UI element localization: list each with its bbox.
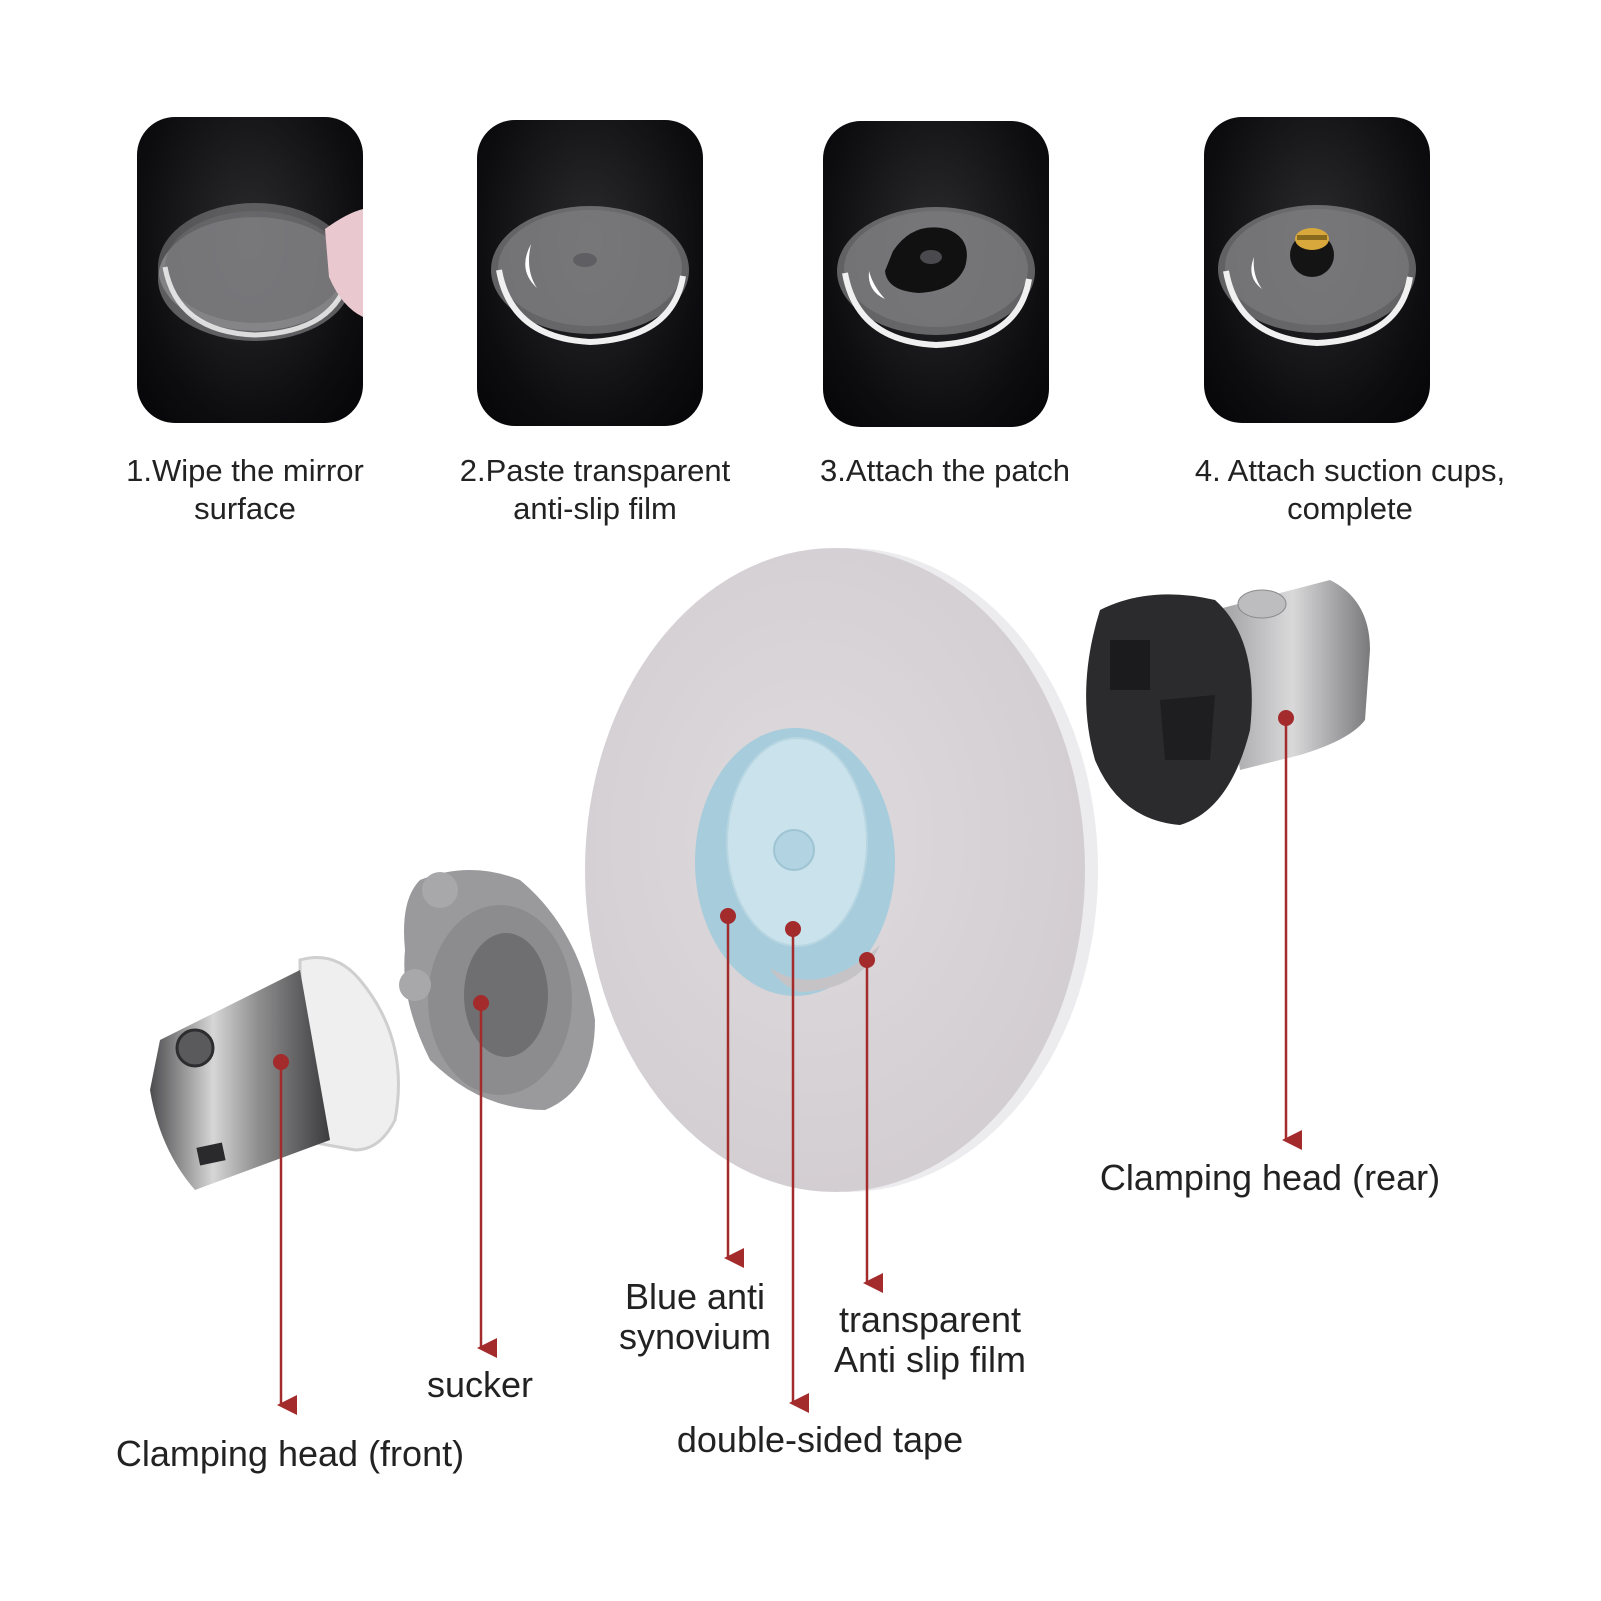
clamping-head-front [150, 956, 400, 1190]
step-1-label: 1.Wipe the mirror surface [126, 453, 364, 526]
exploded-parts-diagram [150, 548, 1370, 1415]
label-double-sided-tape: double-sided tape [676, 1419, 964, 1460]
label-blue-anti-synovium: Blue anti synovium [618, 1276, 772, 1357]
label-transparent-anti-slip-film: transparent Anti slip film [833, 1299, 1027, 1380]
step-4-image [1204, 117, 1430, 423]
step-3-label: 3.Attach the patch [820, 453, 1070, 488]
label-clamping-head-rear: Clamping head (rear) [1099, 1157, 1441, 1198]
step-4-label: 4. Attach suction cups, complete [1194, 453, 1506, 526]
leader-lines [273, 710, 1302, 1415]
clamping-head-rear [1086, 580, 1370, 825]
step-2-image [477, 120, 703, 426]
blue-film-assembly [695, 728, 895, 996]
step-2-label: 2.Paste transparent anti-slip film [459, 453, 731, 526]
step-1-image [137, 117, 363, 423]
label-clamping-head-front: Clamping head (front) [115, 1433, 465, 1474]
step-3-image [823, 121, 1049, 427]
sucker-part [399, 870, 595, 1110]
label-sucker: sucker [426, 1364, 534, 1405]
